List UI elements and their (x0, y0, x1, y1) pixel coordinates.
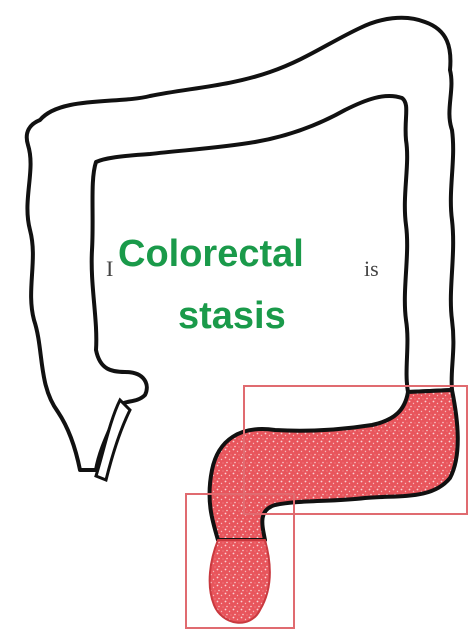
diagram-label-line1: Colorectal (118, 235, 304, 273)
rectum-highlight (210, 540, 270, 623)
diagram-label-line2: stasis (178, 297, 286, 335)
text-fragment-right: is (364, 258, 379, 280)
text-fragment-left: I (106, 258, 113, 280)
sigmoid-highlight (210, 390, 458, 540)
